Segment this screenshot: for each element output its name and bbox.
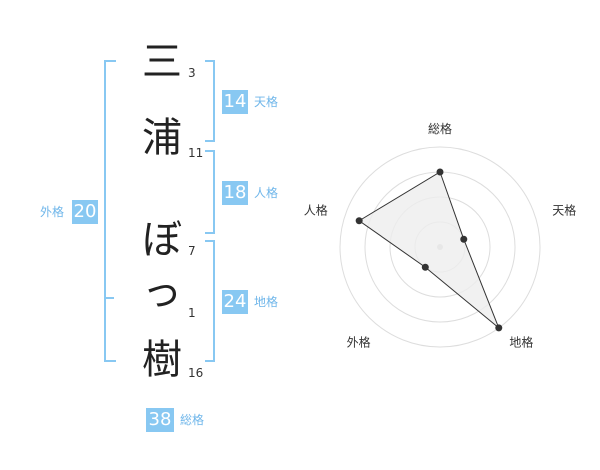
jinkaku-bracket <box>205 150 215 234</box>
name-char-1: 三 <box>142 39 182 85</box>
stroke-count-3: 7 <box>188 244 196 258</box>
chikaku-bracket <box>205 240 215 362</box>
jinkaku-label: 人格 <box>254 186 279 200</box>
name-char-3: ぼ <box>142 217 182 263</box>
radar-polygon <box>358 171 500 329</box>
radar-axis-label: 人格 <box>304 203 328 218</box>
name-char-5: 樹 <box>142 337 182 383</box>
tenkaku-label: 天格 <box>254 95 279 109</box>
soukaku-value: 38 <box>146 408 174 432</box>
stroke-count-1: 3 <box>188 66 196 80</box>
chikaku-label: 地格 <box>254 295 279 309</box>
radar-point-3 <box>495 324 503 332</box>
radar-axis-label: 外格 <box>347 334 371 349</box>
stroke-count-2: 11 <box>188 146 204 160</box>
radar-point-1 <box>436 168 444 176</box>
radar-axis-label: 総格 <box>428 121 452 136</box>
radar-axis-label: 天格 <box>552 203 576 218</box>
name-char-4: っ <box>142 269 182 315</box>
radar-ring <box>339 146 541 348</box>
gaikaku-value: 20 <box>72 200 98 224</box>
soukaku-label: 総格 <box>180 413 205 427</box>
stroke-count-5: 16 <box>188 366 204 380</box>
jinkaku-value: 18 <box>222 181 248 205</box>
gaikaku-bracket <box>104 60 116 362</box>
radar-point-5 <box>355 217 363 225</box>
gaikaku-bracket-mid <box>104 297 114 299</box>
radar-point-4 <box>421 263 429 271</box>
chikaku-value: 24 <box>222 290 248 314</box>
gaikaku-label: 外格 <box>40 205 65 219</box>
radar-axis-label: 地格 <box>509 334 533 349</box>
tenkaku-value: 14 <box>222 90 248 114</box>
tenkaku-bracket <box>205 60 215 142</box>
stroke-count-4: 1 <box>188 306 196 320</box>
radar-point-2 <box>460 235 468 243</box>
name-char-2: 浦 <box>142 115 182 161</box>
